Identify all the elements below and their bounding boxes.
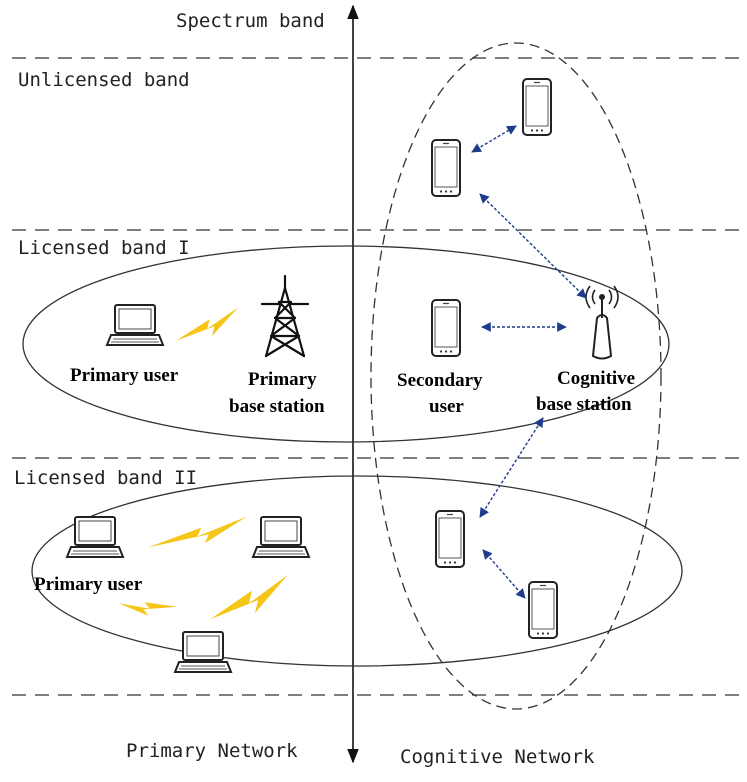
band-separators: [12, 57, 740, 696]
laptop-icon: [66, 516, 124, 558]
secondary-user-label-1: Secondary: [397, 370, 483, 391]
secondary-user-label-2: user: [429, 396, 464, 417]
primary-network-label: Primary Network: [126, 740, 298, 762]
smartphone-icon: [528, 581, 558, 639]
primary-base-station-label-1: Primary: [248, 369, 317, 390]
licensed-band-2-ellipse: [31, 475, 683, 667]
primary-user-label-2: Primary user: [34, 574, 143, 595]
band-label-unlicensed: Unlicensed band: [18, 69, 190, 91]
laptop-icon: [106, 304, 164, 346]
cognitive-network-label: Cognitive Network: [400, 746, 595, 768]
wireless-antenna-icon: [585, 285, 619, 360]
cognitive-base-station-label-2: base station: [536, 394, 632, 415]
smartphone-icon: [522, 78, 552, 136]
bidirectional-arrow-icon: [471, 125, 587, 599]
smartphone-icon: [435, 510, 465, 568]
primary-base-station-label-2: base station: [229, 396, 325, 417]
axis-title: Spectrum band: [176, 10, 325, 32]
laptop-icon: [252, 516, 310, 558]
cognitive-base-station-label-1: Cognitive: [557, 368, 635, 389]
lightning-bolt-icon: [210, 574, 288, 620]
primary-user-label-1: Primary user: [70, 365, 179, 386]
band-label-licensed-2: Licensed band II: [14, 467, 197, 489]
cognitive-network-ellipse: [370, 42, 662, 710]
smartphone-icon: [431, 139, 461, 197]
laptop-icon: [174, 631, 232, 673]
transmission-tower-icon: [260, 274, 310, 358]
band-label-licensed-1: Licensed band I: [18, 237, 190, 259]
smartphone-icon: [431, 299, 461, 357]
lightning-bolt-icon: [148, 516, 247, 548]
licensed-band-1-ellipse: [22, 245, 670, 443]
lightning-bolt-icon: [176, 307, 239, 341]
